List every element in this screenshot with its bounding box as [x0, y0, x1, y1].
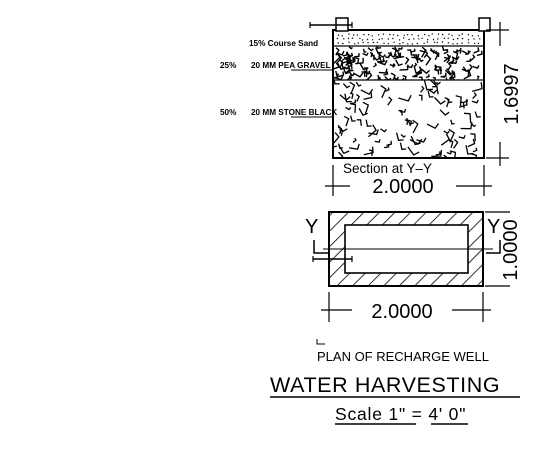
layer-percent-stone: 50% [220, 108, 237, 117]
plan-caption: PLAN OF RECHARGE WELL [317, 349, 489, 364]
section-height-label: 1.6997 [501, 63, 523, 124]
section-width-label: 2.0000 [372, 176, 433, 198]
layer-label-stone: 20 MM STONE BLACK [251, 108, 337, 117]
sand-layer-fill [336, 33, 481, 45]
section-marker-left-arrow [313, 240, 328, 254]
section-post-right [478, 17, 491, 32]
section-height-dimension: 1.6997 [486, 22, 523, 166]
section-caption: Section at Y–Y [343, 161, 432, 176]
layer-label-sand: 15% Course Sand [249, 39, 318, 48]
drawing-title: WATER HARVESTING [270, 373, 500, 397]
plan-height-dimension: 1.0000 [485, 211, 522, 287]
drawing-scale: Scale 1" = 4' 0" [335, 404, 466, 424]
plan-width-dimension: 2.0000 [321, 292, 491, 323]
stone-layer-fill [334, 80, 483, 157]
gravel-layer-fill [334, 46, 483, 80]
layer-label-gravel: 20 MM PEA GRAVEL [251, 61, 331, 70]
plan-height-label: 1.0000 [500, 219, 522, 280]
section-width-dimension: 2.0000 [325, 165, 492, 198]
section-marker-left: Y [305, 216, 318, 238]
title-block: WATER HARVESTING Scale 1" = 4' 0" [270, 373, 520, 425]
plan-width-label: 2.0000 [371, 301, 432, 323]
plan-inlet-pipe [312, 256, 353, 262]
layer-percent-gravel: 25% [220, 61, 237, 70]
plan-caption-tick [316, 339, 325, 345]
plan-view: Y Y 2.0000 1.0000 PLAN OF RECHARGE WELL [305, 211, 522, 364]
section-well-outline [332, 29, 485, 159]
section-marker-right: Y [487, 216, 500, 238]
section-marker-right-arrow [486, 240, 501, 254]
section-view: 15% Course Sand 25% 20 MM PEA GRAVEL 50%… [220, 17, 523, 198]
